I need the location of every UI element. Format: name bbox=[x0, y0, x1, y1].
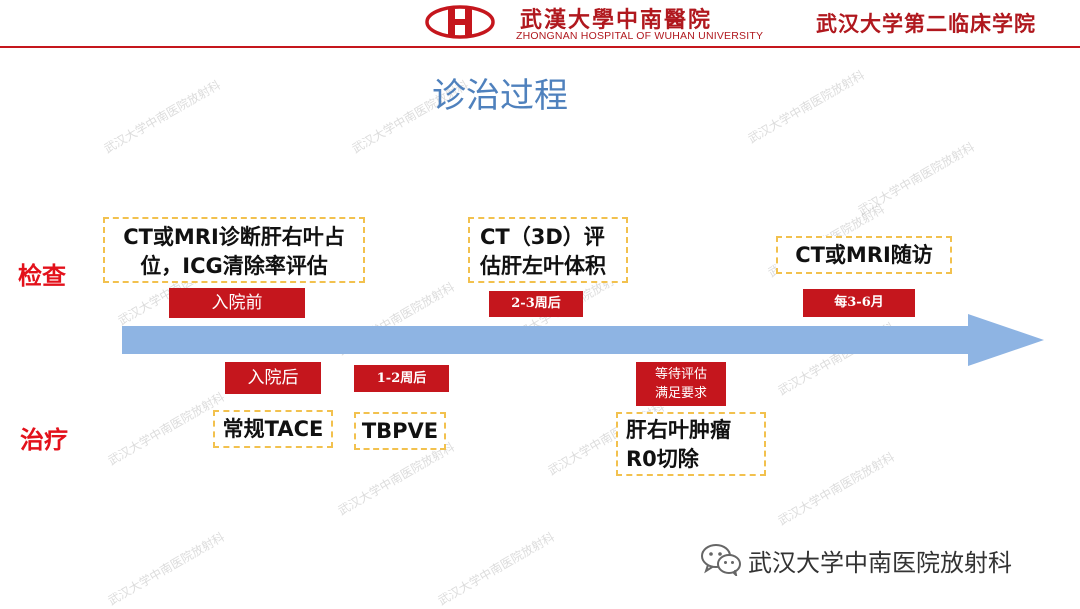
college-name: 武汉大学第二临床学院 bbox=[816, 11, 1036, 36]
exam-row-label: 检查 bbox=[18, 262, 66, 290]
treatment-item-3: 肝右叶肿瘤 R0切除 bbox=[616, 412, 766, 476]
treatment-tag-3: 等待评估 满足要求 bbox=[636, 362, 726, 406]
header-divider bbox=[0, 46, 1080, 48]
exam-item-2: CT（3D）评 估肝左叶体积 bbox=[468, 217, 628, 283]
exam-item-3: CT或MRI随访 bbox=[776, 236, 952, 274]
exam-item-1: CT或MRI诊断肝右叶占 位，ICG清除率评估 bbox=[103, 217, 365, 283]
timeline-arrow bbox=[122, 314, 1044, 366]
exam-tag-3: 每3-6月 bbox=[803, 289, 915, 317]
watermark: 武汉大学中南医院放射科 bbox=[101, 77, 223, 156]
exam-item-2-line2: 估肝左叶体积 bbox=[480, 254, 606, 278]
treatment-item-3-line2: R0切除 bbox=[626, 447, 699, 471]
exam-item-1-line2: 位，ICG清除率评估 bbox=[140, 254, 328, 278]
treatment-item-3-line1: 肝右叶肿瘤 bbox=[626, 418, 731, 442]
treatment-tag-3-line1: 等待评估 bbox=[654, 367, 707, 382]
hospital-name-en: ZHONGNAN HOSPITAL OF WUHAN UNIVERSITY bbox=[516, 30, 764, 42]
watermark: 武汉大学中南医院放射科 bbox=[775, 449, 897, 528]
watermark: 武汉大学中南医院放射科 bbox=[105, 529, 227, 608]
exam-item-2-line1: CT（3D）评 bbox=[480, 225, 605, 249]
hospital-name-cn: 武漢大學中南醫院 bbox=[520, 7, 713, 33]
treatment-tag-1: 入院后 bbox=[225, 362, 321, 394]
watermark: 武汉大学中南医院放射科 bbox=[105, 389, 227, 468]
watermark: 武汉大学中南医院放射科 bbox=[745, 67, 867, 146]
watermark: 武汉大学中南医院放射科 bbox=[335, 439, 457, 518]
treatment-item-1: 常规TACE bbox=[213, 410, 333, 448]
exam-item-1-line1: CT或MRI诊断肝右叶占 bbox=[123, 225, 345, 249]
exam-tag-2: 2-3周后 bbox=[489, 291, 583, 317]
treatment-tag-2: 1-2周后 bbox=[354, 365, 449, 392]
exam-tag-1: 入院前 bbox=[169, 288, 305, 318]
exam-item-3-text: CT或MRI随访 bbox=[795, 243, 933, 267]
hospital-logo-icon bbox=[425, 5, 495, 39]
treatment-item-2: TBPVE bbox=[354, 412, 446, 450]
account-name: 武汉大学中南医院放射科 bbox=[748, 549, 1012, 577]
treatment-tag-3-line2: 满足要求 bbox=[654, 386, 707, 401]
treatment-row-label: 治疗 bbox=[20, 426, 68, 454]
slide-title: 诊治过程 bbox=[432, 76, 568, 116]
watermark: 武汉大学中南医院放射科 bbox=[435, 529, 557, 608]
wechat-icon bbox=[701, 544, 741, 576]
